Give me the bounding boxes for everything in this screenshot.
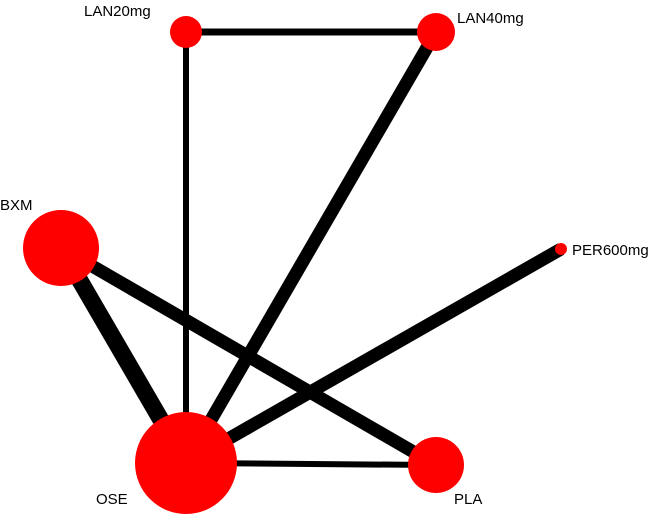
label-ose: OSE (96, 491, 128, 508)
edge-per600mg-ose (182, 243, 565, 469)
label-layer: LAN20mg LAN40mg BXM PER600mg OSE PLA (0, 3, 649, 508)
edge-lan40mg-ose (180, 28, 442, 467)
edge-bxm-pla (57, 242, 440, 471)
edge-layer (53, 28, 565, 471)
label-lan40mg: LAN40mg (457, 10, 524, 27)
node-ose (135, 412, 237, 514)
node-lan20mg (170, 16, 202, 48)
label-bxm: BXM (0, 197, 33, 214)
node-lan40mg (417, 13, 455, 51)
node-layer (23, 13, 567, 514)
node-pla (408, 437, 464, 493)
node-bxm (23, 210, 99, 286)
node-per600mg (555, 243, 567, 255)
label-lan20mg: LAN20mg (84, 3, 151, 20)
label-pla: PLA (454, 491, 482, 508)
label-per600mg: PER600mg (572, 242, 649, 259)
